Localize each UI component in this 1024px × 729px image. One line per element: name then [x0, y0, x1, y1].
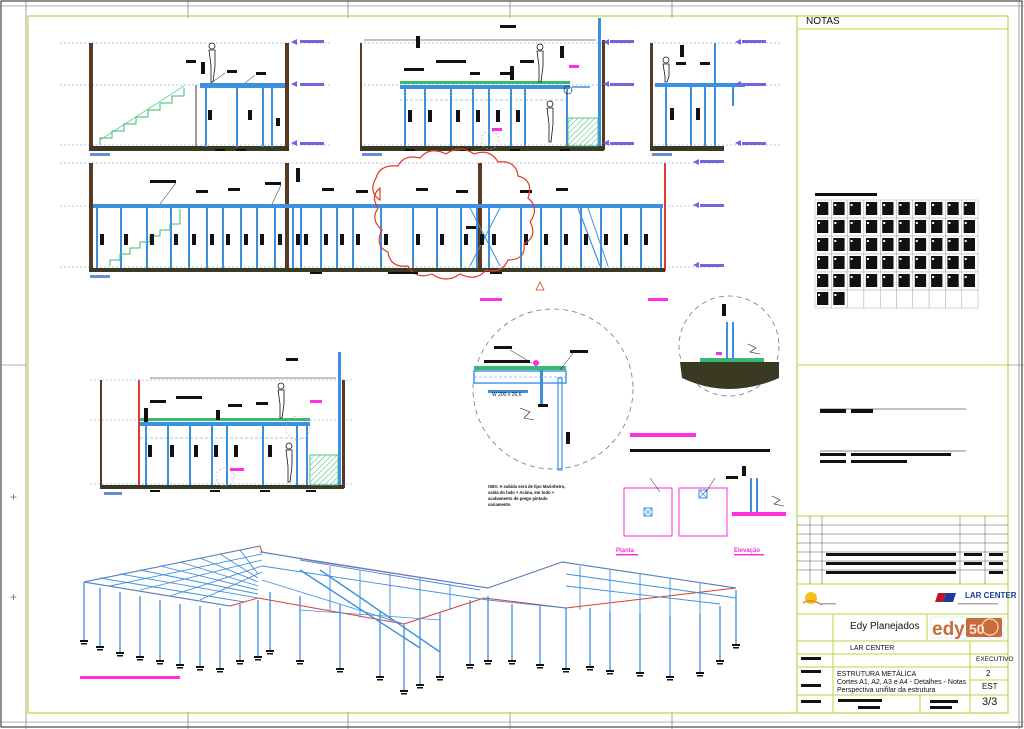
notes-lines: [820, 408, 966, 463]
section-a1: [60, 39, 330, 156]
discipline-code: EST: [982, 682, 998, 691]
edy-logo-text: edy: [932, 619, 965, 640]
detail-base: [678, 295, 780, 397]
section-a4: [60, 148, 724, 301]
notes-header: NOTAS: [806, 16, 840, 27]
phase-label: EXECUTIVO: [976, 656, 1014, 663]
svg-text:+: +: [10, 590, 17, 604]
note-text-block: OBS: A subida será de tipo Marinheiro, s…: [488, 484, 565, 507]
elevation-label: Elevação: [734, 548, 760, 554]
plan-label: Planta: [616, 548, 635, 554]
svg-text:acabamento de prego pintado: acabamento de prego pintado: [488, 496, 548, 501]
client-name: LAR CENTER: [850, 645, 895, 652]
profile-label: W 200 x 26,6: [492, 392, 522, 398]
sheet-number: 3/3: [982, 696, 998, 708]
title-block-fields: [801, 657, 958, 709]
svg-text:saída do lado + Acima, em todo: saída do lado + Acima, em todo +: [488, 490, 555, 495]
svg-text:+: +: [10, 490, 17, 504]
section-lower-left: [90, 352, 352, 495]
edy-logo-badge: 50: [969, 621, 985, 637]
revision-number: 2: [986, 669, 991, 678]
svg-text:OBS: A subida será de tipo Mar: OBS: A subida será de tipo Marinheiro,: [488, 484, 565, 489]
lar-center-logo-icon: [935, 593, 998, 605]
subject-line-1: ESTRUTURA METÁLICA: [837, 671, 917, 678]
subject-line-2: Cortes A1, A2, A3 e A4 - Detalhes - Nota…: [837, 679, 967, 686]
detail-plan-elevation: Planta Elevação: [616, 433, 786, 556]
notes-panel: [796, 16, 1008, 713]
designer-name: Edy Planejados: [850, 621, 920, 632]
subject-line-3: Perspectiva unifilar da estrutura: [837, 687, 936, 694]
revision-table: [797, 516, 1008, 584]
section-a3: [650, 39, 780, 156]
material-table: [814, 193, 979, 309]
perspective-structure: [80, 545, 740, 695]
detail-connection: W 200 x 26,6: [472, 308, 634, 471]
svg-text:variamento: variamento: [488, 502, 511, 507]
edy-50-logo: edy 50: [930, 616, 1005, 640]
client-logo-icon: [802, 592, 836, 606]
lar-center-logo-text: LAR CENTER: [965, 591, 1017, 600]
section-a2: [360, 18, 634, 156]
